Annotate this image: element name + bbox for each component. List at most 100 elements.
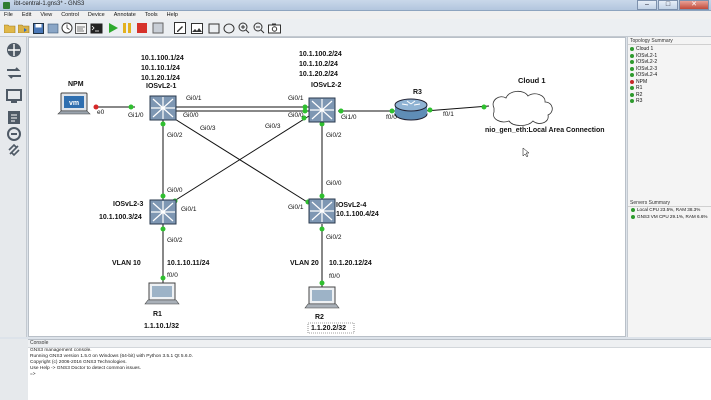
minimize-button[interactable]: – [637,0,657,10]
node-label-npm[interactable]: NPM [68,81,84,88]
status-green-icon [631,214,635,219]
link-sw2-sw3 [170,115,310,204]
all-devices-icon[interactable] [4,125,23,143]
port-label: Gi0/1 [288,204,304,211]
switch-sw2-icon [308,97,336,123]
topology-item[interactable]: IOSvL2-2 [630,59,709,66]
console-line: GNS3 management console. [30,348,92,353]
right-dock: Topology Summary Cloud 1 IOSvL2-1 IOSvL2… [627,37,711,337]
status-green-icon [630,86,634,91]
topology-item[interactable]: IOSvL2-1 [630,53,709,60]
node-label-sw2[interactable]: IOSvL2-2 [311,82,342,89]
snapshot-icon[interactable] [46,21,60,35]
topology-item[interactable]: R1 [630,85,709,92]
menu-help[interactable]: Help [166,12,178,18]
status-red-icon [630,79,634,84]
console-title: Console [28,340,711,348]
reload-all-icon[interactable] [151,21,165,35]
menu-file[interactable]: File [4,12,13,18]
menu-bar: File Edit View Control Device Annotate T… [0,11,711,19]
node-label-r2[interactable]: R2 [315,314,324,321]
maximize-button[interactable]: □ [658,0,678,10]
port-label: f0/0 [386,114,397,121]
port-label: f0/1 [443,111,454,118]
router-r3-icon [394,98,428,121]
topology-item[interactable]: R2 [630,92,709,99]
server-item[interactable]: Local CPU 23.5%, RAM 38.3% [628,207,711,214]
sw3-ip: 10.1.100.3/24 [99,214,142,221]
add-link-icon[interactable] [4,141,23,159]
gns3-app-icon [3,2,10,9]
port-label: Gi0/1 [186,95,202,102]
screenshot-icon[interactable] [267,21,281,35]
port-label: Gi0/0 [183,112,199,119]
start-all-icon[interactable] [106,21,120,35]
topology-summary-title: Topology Summary [628,37,711,45]
switch-sw1-icon [149,95,177,121]
port-label: Gi0/1 [288,95,304,102]
node-label-sw3[interactable]: IOSvL2-3 [113,201,144,208]
link-sw1-sw4 [169,115,313,206]
zoom-out-icon[interactable] [252,21,266,35]
menu-edit[interactable]: Edit [21,12,32,18]
topology-canvas[interactable]: vm [28,37,626,337]
topology-item[interactable]: IOSvL2-3 [630,66,709,73]
servers-summary: Servers Summary Local CPU 23.5%, RAM 38.… [628,199,711,220]
server-item[interactable]: GNS3 VM CPU 29.1%, RAM 6.6% [628,214,711,221]
open-file-icon[interactable] [17,21,31,35]
switches-icon[interactable] [4,64,23,82]
status-green-icon [630,66,634,71]
r2-port: f0/0 [329,273,340,280]
node-label-r3[interactable]: R3 [413,89,422,96]
port-label: Gi1/0 [341,114,357,121]
cloud-description: nio_gen_eth:Local Area Connection [485,127,605,134]
menu-tools[interactable]: Tools [144,12,158,18]
suspend-all-icon[interactable] [120,21,134,35]
clock-icon[interactable] [60,21,74,35]
menu-annotate[interactable]: Annotate [113,12,136,18]
sw2-ip-list: 10.1.100.2/24 10.1.10.2/24 10.1.20.2/24 [299,51,342,78]
main-toolbar [0,19,711,37]
open-folder-icon[interactable] [3,21,17,35]
add-note-icon[interactable] [173,21,187,35]
r1-vlan-label: VLAN 10 [112,260,141,267]
insert-picture-icon[interactable] [190,21,204,35]
save-icon[interactable] [31,21,45,35]
close-button[interactable]: ✕ [679,0,709,10]
stop-all-icon[interactable] [135,21,149,35]
port-label: Gi0/1 [181,206,197,213]
end-devices-icon[interactable] [4,87,23,105]
show-interface-labels-icon[interactable] [74,21,88,35]
switch-sw4-icon [308,198,336,224]
switch-sw3-icon [149,199,177,225]
console-prompt[interactable]: => [30,372,36,377]
draw-ellipse-icon[interactable] [222,21,236,35]
menu-view[interactable]: View [40,12,53,18]
routers-icon[interactable] [4,41,23,59]
status-green-icon [630,60,634,65]
menu-device[interactable]: Device [87,12,105,18]
r2-label-frame [307,322,355,334]
mouse-cursor-icon [522,147,530,158]
topology-item[interactable]: IOSvL2-4 [630,72,709,79]
topology-item[interactable]: NPM [630,79,709,86]
status-green-icon [630,73,634,78]
node-label-cloud[interactable]: Cloud 1 [518,76,546,85]
console-connect-icon[interactable] [89,21,103,35]
draw-rectangle-icon[interactable] [207,21,221,35]
npm-port-status [93,104,99,110]
topology-item[interactable]: Cloud 1 [630,46,709,53]
svg-text:vm: vm [69,100,79,107]
node-label-sw4[interactable]: IOSvL2-4 [336,202,367,209]
security-devices-icon[interactable] [4,108,23,126]
port-label: Gi0/0 [326,180,342,187]
menu-control[interactable]: Control [61,12,79,18]
topology-item[interactable]: R3 [630,98,709,105]
console-gutter [0,339,28,400]
r2-loopback: 1.1.20.2/32 [311,325,347,332]
node-label-r1[interactable]: R1 [153,311,162,318]
console-line: Copyright (c) 2006-2016 GNS3 Technologie… [30,360,127,365]
console-panel[interactable]: Console GNS3 management console. Running… [28,339,711,400]
node-label-sw1[interactable]: IOSvL2-1 [146,83,177,90]
zoom-in-icon[interactable] [237,21,251,35]
